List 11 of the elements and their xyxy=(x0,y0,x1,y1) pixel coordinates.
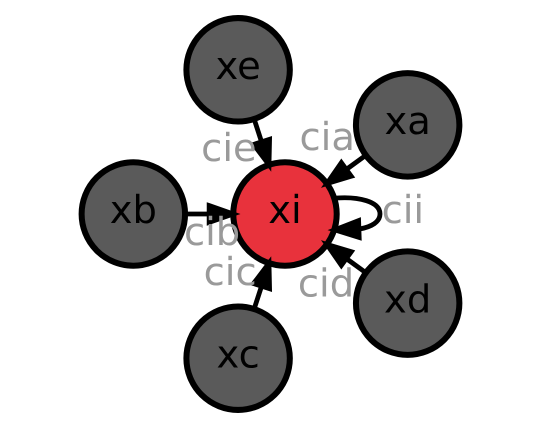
edge-label: cia xyxy=(300,114,355,160)
arrow xyxy=(320,154,367,188)
node-circle: xc xyxy=(183,304,293,413)
node-circle: xa xyxy=(352,70,462,180)
arrow xyxy=(250,118,272,172)
arrow xyxy=(250,256,272,310)
edge-label: cii xyxy=(382,188,424,234)
arrow xyxy=(328,195,382,241)
node-circle: xd xyxy=(352,248,462,358)
arrow xyxy=(320,240,367,274)
node-circle: xe xyxy=(183,15,293,124)
